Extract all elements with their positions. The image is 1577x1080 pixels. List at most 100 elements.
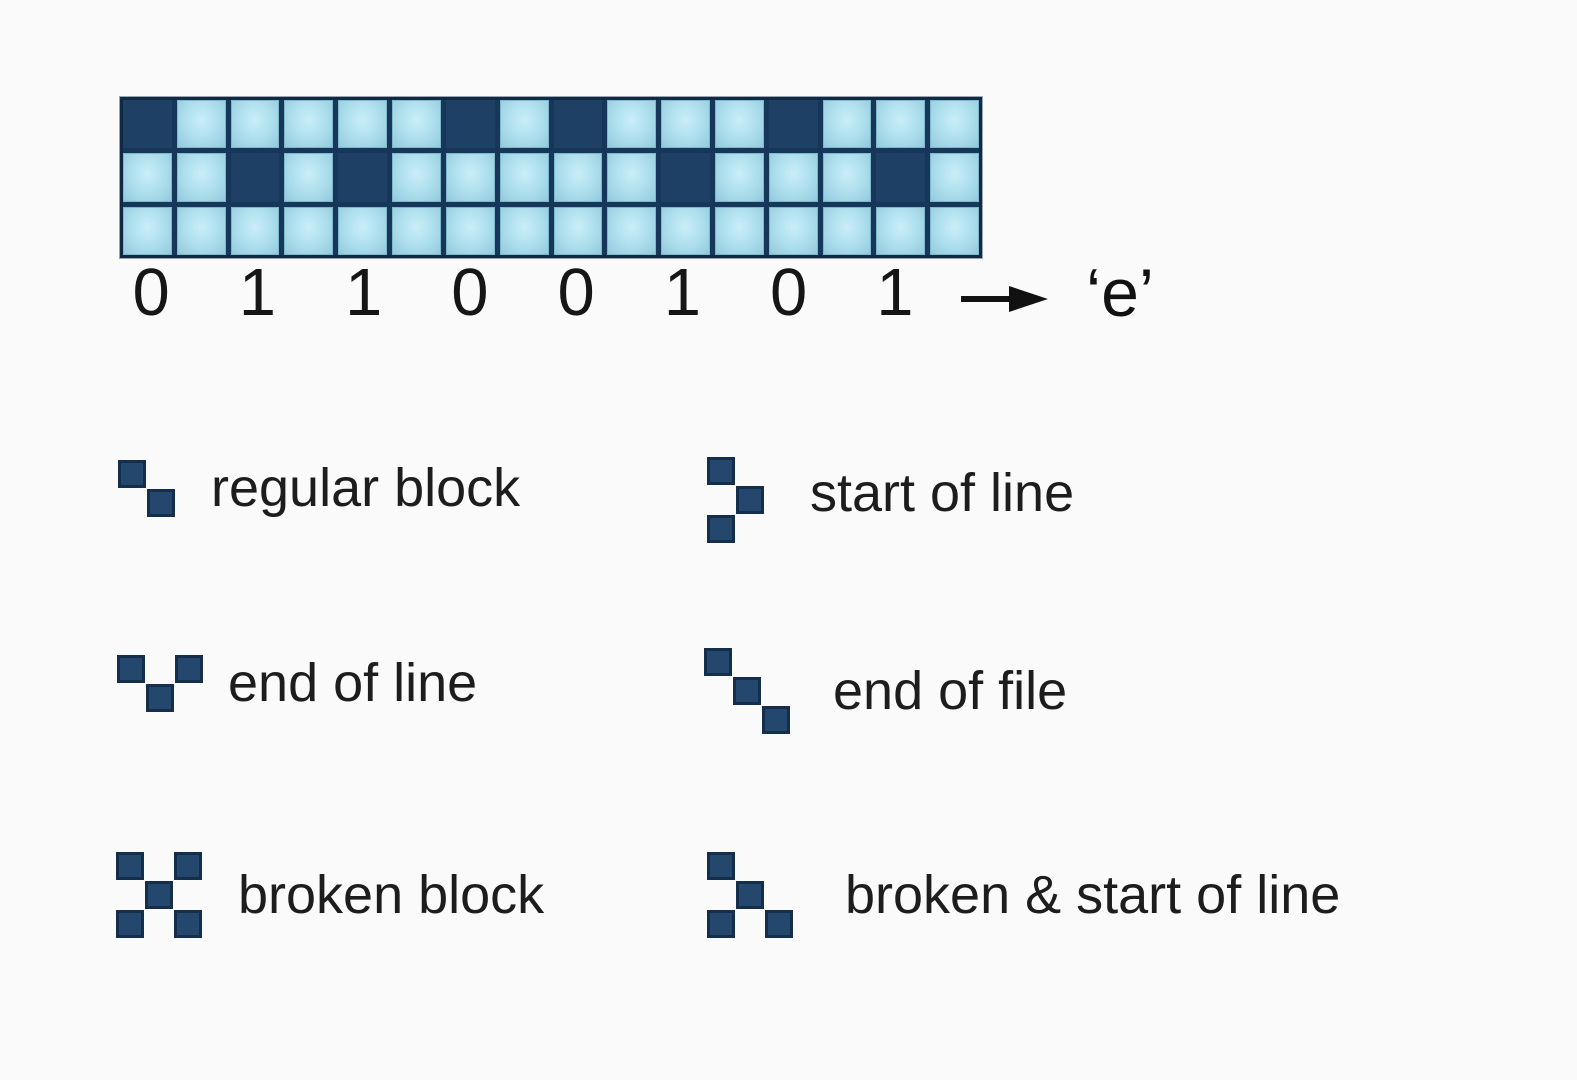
grid-cell-light: [553, 206, 603, 255]
grid-cell-light: [284, 153, 334, 202]
grid-cell-light: [230, 206, 280, 255]
legend-square: [707, 457, 735, 485]
legend-label: end of line: [228, 653, 478, 713]
legend-label: start of line: [810, 463, 1075, 523]
grid-cell-light: [392, 153, 441, 202]
grid-cell-light: [822, 153, 872, 202]
grid-cell-dark: [338, 153, 388, 202]
legend-empty-cell: [147, 460, 175, 488]
grid-cell-dark: [661, 153, 710, 202]
legend-empty-cell: [736, 852, 764, 880]
grid-cell-light: [338, 206, 388, 255]
legend-square: [707, 910, 735, 938]
grid-cell-light: [392, 100, 441, 149]
legend-square: [145, 881, 173, 909]
grid-cell-dark: [230, 153, 280, 202]
legend-square: [707, 515, 735, 543]
grid-cell-light: [176, 153, 226, 202]
right-arrow-icon: [961, 286, 1048, 312]
grid-cell-light: [499, 153, 549, 202]
grid-cell-light: [930, 206, 979, 255]
legend-empty-cell: [765, 881, 793, 909]
grid-cell-light: [661, 100, 710, 149]
legend-empty-cell: [145, 852, 173, 880]
end-of-line-icon: [117, 654, 203, 712]
legend-square: [736, 486, 764, 514]
legend-empty-cell: [733, 706, 761, 734]
legend-empty-cell: [175, 684, 203, 712]
legend-empty-cell: [145, 910, 173, 938]
grid-cell-light: [176, 100, 226, 149]
legend-square: [736, 881, 764, 909]
legend-empty-cell: [117, 684, 145, 712]
legend-item-regular-block: regular block: [118, 457, 520, 519]
grid-cell-light: [714, 153, 764, 202]
grid-cell-light: [607, 100, 657, 149]
legend-empty-cell: [762, 648, 790, 676]
decoded-char: ‘e’: [1085, 255, 1155, 331]
grid-cell-light: [768, 153, 818, 202]
grid-cell-light: [445, 206, 495, 255]
legend-square: [116, 910, 144, 938]
grid-cell-light: [284, 206, 334, 255]
legend-square: [117, 654, 145, 683]
grid-cell-light: [123, 153, 172, 202]
bit-label: 1: [238, 255, 276, 330]
grid-cell-light: [230, 100, 280, 149]
grid-cell-light: [499, 206, 549, 255]
bit-label: 1: [344, 255, 383, 330]
legend-label: regular block: [211, 458, 521, 518]
legend-item-end-of-file: end of file: [704, 648, 1067, 734]
legend-empty-cell: [736, 515, 764, 543]
bit-label: 0: [132, 255, 170, 330]
bit-label: 1: [663, 255, 701, 330]
legend-square: [175, 654, 203, 683]
end-of-file-icon: [704, 648, 790, 734]
bit-label: 0: [451, 255, 489, 330]
start-of-line-icon: [707, 457, 764, 543]
grid-cell-light: [876, 100, 926, 149]
grid-cell-light: [553, 153, 603, 202]
grid-cell-dark: [768, 100, 818, 149]
broken-and-start-of-line-icon: [707, 852, 793, 938]
broken-block-icon: [116, 852, 202, 938]
grid-cell-light: [930, 153, 979, 202]
legend-square: [174, 910, 202, 938]
grid-cell-light: [123, 206, 172, 255]
grid-cell-light: [284, 100, 334, 149]
bit-label: 0: [769, 255, 808, 330]
legend-square: [118, 459, 146, 488]
grid-cell-light: [930, 100, 979, 149]
grid-cell-light: [607, 206, 657, 255]
grid-cell-light: [822, 100, 872, 149]
legend-square: [147, 488, 175, 517]
grid-cell-light: [714, 100, 764, 149]
grid-cell-dark: [876, 153, 926, 202]
legend-empty-cell: [733, 648, 761, 676]
legend-square: [733, 677, 761, 705]
legend-label: end of file: [833, 661, 1068, 721]
legend-square: [704, 648, 732, 676]
legend-label: broken block: [238, 865, 545, 925]
legend-empty-cell: [707, 881, 735, 909]
legend-square: [174, 852, 202, 880]
legend-square: [707, 852, 735, 880]
grid-cell-light: [661, 206, 710, 255]
legend-empty-cell: [736, 457, 764, 485]
grid-cell-light: [392, 206, 441, 255]
grid-cell-dark: [445, 100, 495, 149]
legend-empty-cell: [736, 910, 764, 938]
grid-cell-dark: [553, 100, 603, 149]
legend-empty-cell: [765, 852, 793, 880]
bit-label: 0: [557, 255, 595, 330]
legend-square: [762, 706, 790, 734]
grid-cell-light: [768, 206, 818, 255]
legend-empty-cell: [762, 677, 790, 705]
legend-square: [146, 683, 174, 712]
legend-square: [765, 910, 793, 938]
legend-empty-cell: [146, 655, 174, 683]
legend-empty-cell: [707, 486, 735, 514]
legend-square: [116, 852, 144, 880]
legend-item-start-of-line: start of line: [707, 457, 1074, 543]
